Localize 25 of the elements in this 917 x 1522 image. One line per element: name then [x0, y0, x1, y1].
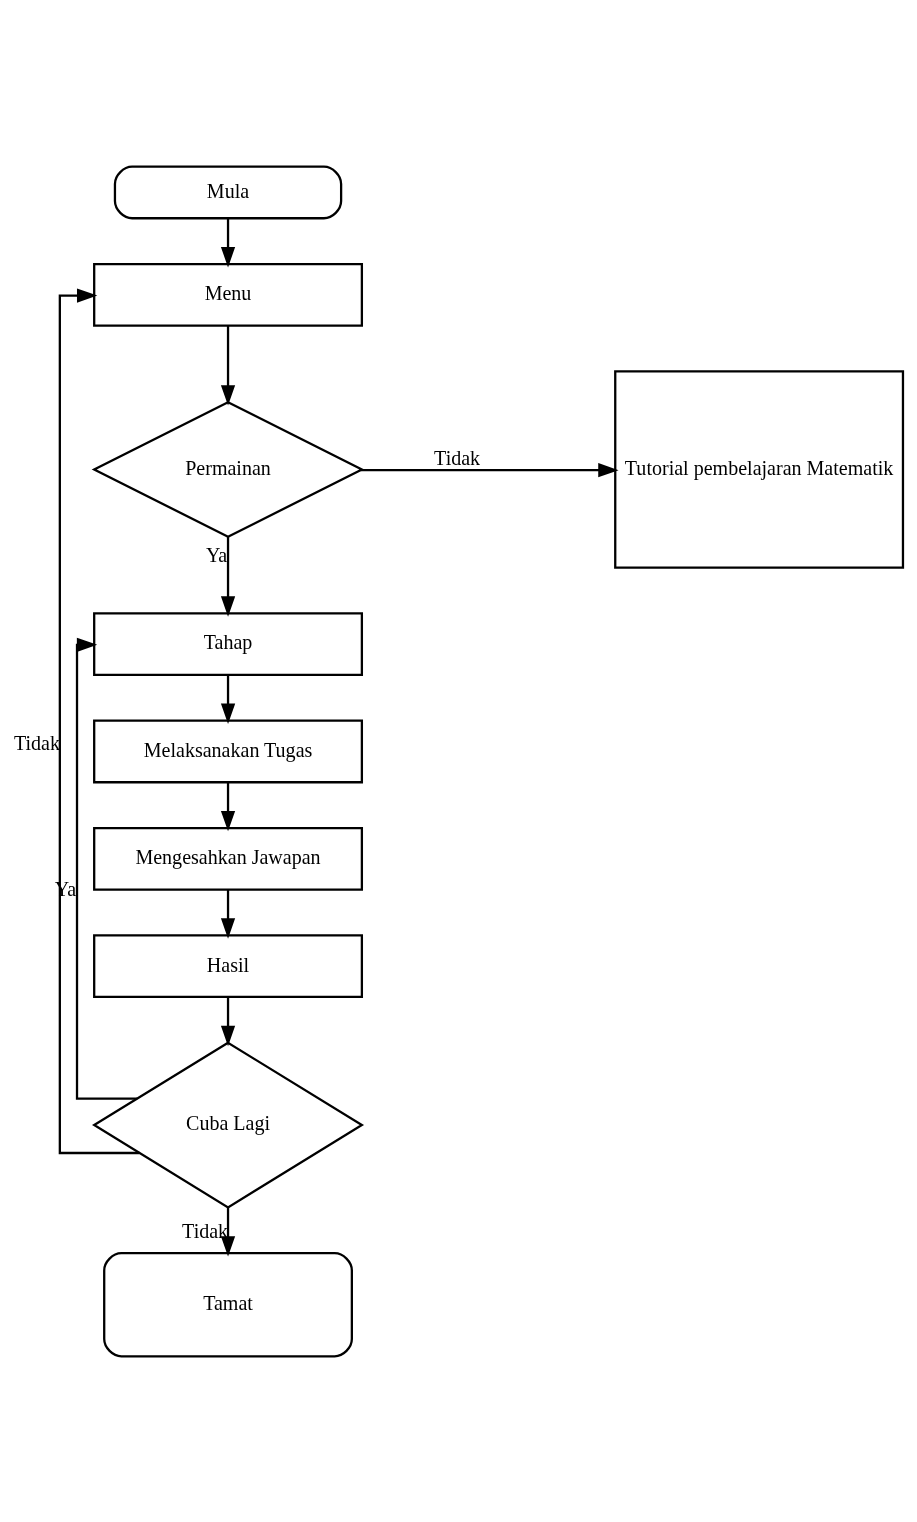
edge-label: Tidak: [182, 1219, 229, 1242]
arrow: [220, 674, 236, 724]
arrow: [220, 1207, 236, 1257]
arrow: [75, 637, 138, 1100]
node-box: Mula: [113, 165, 343, 219]
arrow: [220, 996, 236, 1046]
arrow: [220, 325, 236, 406]
node-box: Menu: [93, 262, 364, 327]
edge-label: Ya: [205, 543, 228, 566]
node-box: Tutorial pembelajaran Matematik: [614, 369, 905, 569]
arrow: [220, 782, 236, 831]
edge-label: Tidak: [13, 731, 60, 754]
node-box: Melaksanakan Tugas: [93, 719, 364, 783]
node-diamond: Cuba Lagi: [92, 1040, 365, 1209]
node-box: Tahap: [93, 611, 364, 676]
node-box: Tamat: [103, 1251, 353, 1357]
node-box: Mengesahkan Jawapan: [93, 826, 364, 891]
arrow: [360, 462, 619, 477]
arrow: [220, 889, 236, 939]
arrow: [58, 287, 140, 1154]
edge-label: Tidak: [434, 446, 481, 469]
node-diamond: Permainan: [91, 400, 365, 538]
node-box: Hasil: [93, 933, 364, 998]
arrow: [220, 217, 236, 267]
arrow: [220, 536, 236, 617]
